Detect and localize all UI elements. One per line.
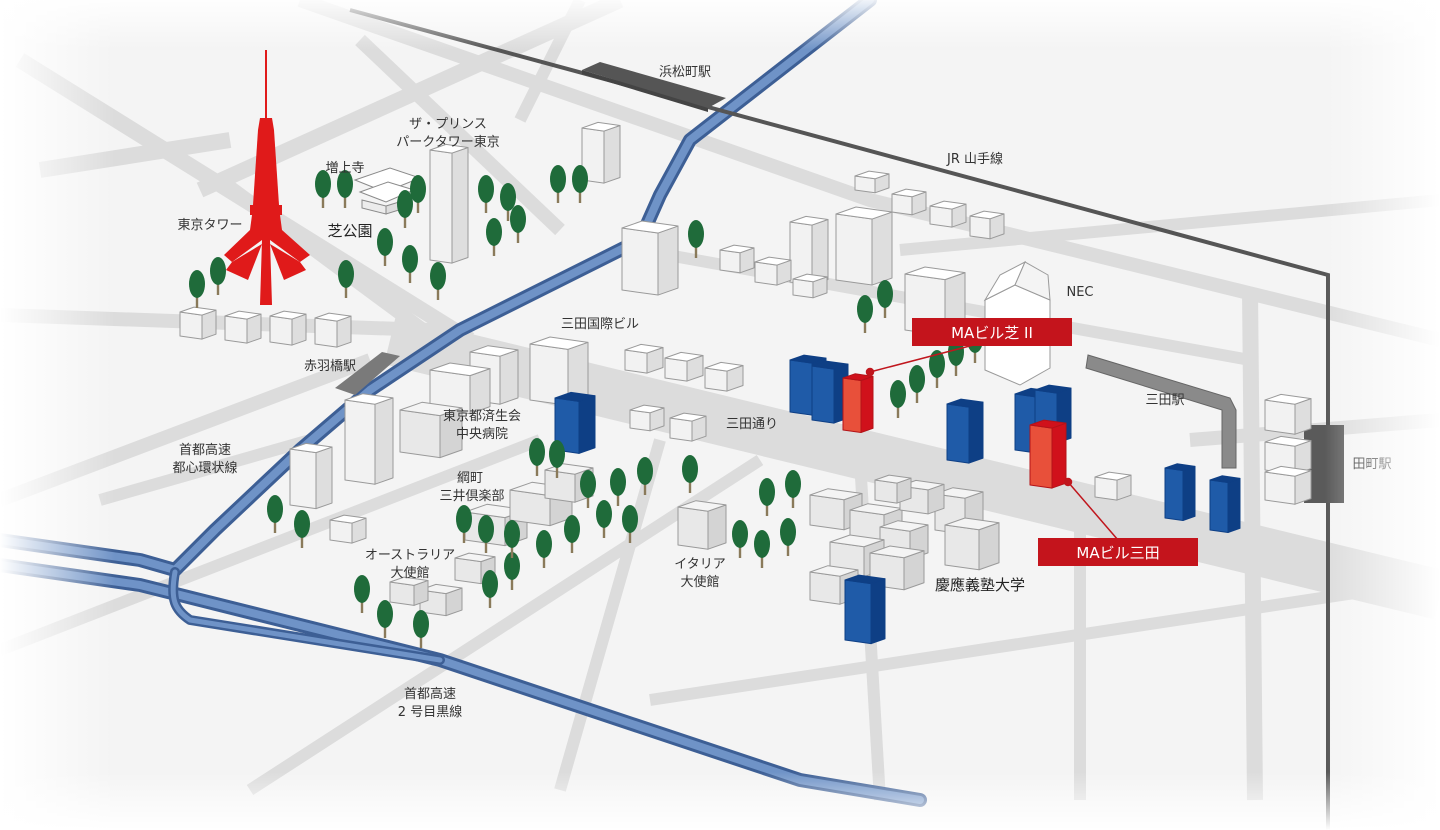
ma-mita-building xyxy=(1029,419,1067,489)
building xyxy=(624,343,664,374)
building xyxy=(1264,393,1312,435)
building xyxy=(344,393,394,485)
building xyxy=(329,514,367,544)
building xyxy=(946,398,984,464)
building xyxy=(224,310,262,344)
building xyxy=(1164,463,1196,522)
label-hamamatsucho-station: 浜松町駅 xyxy=(659,65,711,80)
building xyxy=(581,121,621,184)
label-nec: NEC xyxy=(1066,285,1093,300)
building xyxy=(944,517,1000,571)
building xyxy=(754,256,792,286)
building xyxy=(314,312,352,348)
label-mita-station: 三田駅 xyxy=(1145,393,1184,408)
building xyxy=(891,188,927,216)
label-tamachi-station: 田町駅 xyxy=(1352,457,1391,472)
label-prince-tower-1: ザ・プリンス xyxy=(409,117,487,132)
label-saiseikai-2: 中央病院 xyxy=(456,427,508,442)
building xyxy=(704,361,744,392)
label-australia-1: オーストラリア xyxy=(365,548,455,563)
building xyxy=(1209,475,1241,534)
label-prince-tower-2: パークタワー東京 xyxy=(396,134,499,150)
building xyxy=(179,306,217,340)
label-shuto-loop-1: 首都高速 xyxy=(179,442,231,458)
building xyxy=(629,404,665,432)
label-italy-2: 大使館 xyxy=(680,574,719,590)
building xyxy=(844,574,886,645)
label-shiba-park: 芝公園 xyxy=(327,222,372,240)
tag-ma-building-mita[interactable]: MAビル三田 xyxy=(1038,538,1198,566)
building xyxy=(429,143,469,264)
building xyxy=(835,206,893,286)
building xyxy=(269,310,307,346)
label-zojoji: 増上寺 xyxy=(325,161,364,176)
building xyxy=(621,220,679,296)
label-akabanebashi-station: 赤羽橋駅 xyxy=(304,359,356,374)
label-jr-yamanote: JR 山手線 xyxy=(946,151,1003,167)
label-tokyo-tower: 東京タワー xyxy=(177,217,242,233)
tag-ma-mita-label: MAビル三田 xyxy=(1076,544,1159,562)
building xyxy=(1094,471,1132,501)
label-tsunamachi-2: 三井倶楽部 xyxy=(439,488,504,504)
label-shuto-meguro-2: 2 号目黒線 xyxy=(398,704,462,720)
label-mita-dori: 三田通り xyxy=(726,417,778,432)
label-italy-1: イタリア xyxy=(674,557,725,572)
tag-ma-building-shiba-2[interactable]: MAビル芝 II xyxy=(912,318,1072,346)
label-saiseikai-1: 東京都済生会 xyxy=(443,408,521,424)
ma-shiba2-building xyxy=(842,373,874,434)
building xyxy=(664,351,704,382)
label-australia-2: 大使館 xyxy=(390,565,429,581)
building xyxy=(719,244,755,274)
building xyxy=(669,412,707,442)
building xyxy=(792,273,828,299)
building xyxy=(1264,465,1312,505)
label-tsunamachi-1: 綱町 xyxy=(457,471,483,486)
tag-ma-shiba2-label: MAビル芝 II xyxy=(951,324,1033,342)
label-shuto-loop-2: 都心環状線 xyxy=(172,460,237,476)
building xyxy=(677,500,727,550)
label-shuto-meguro-1: 首都高速 xyxy=(404,686,456,702)
building xyxy=(874,474,912,504)
building xyxy=(969,210,1005,240)
building xyxy=(854,170,890,194)
building xyxy=(389,576,429,606)
label-mita-kokusai: 三田国際ビル xyxy=(561,317,639,332)
building xyxy=(289,442,333,510)
label-keio: 慶應義塾大学 xyxy=(935,576,1025,594)
building xyxy=(929,200,967,228)
